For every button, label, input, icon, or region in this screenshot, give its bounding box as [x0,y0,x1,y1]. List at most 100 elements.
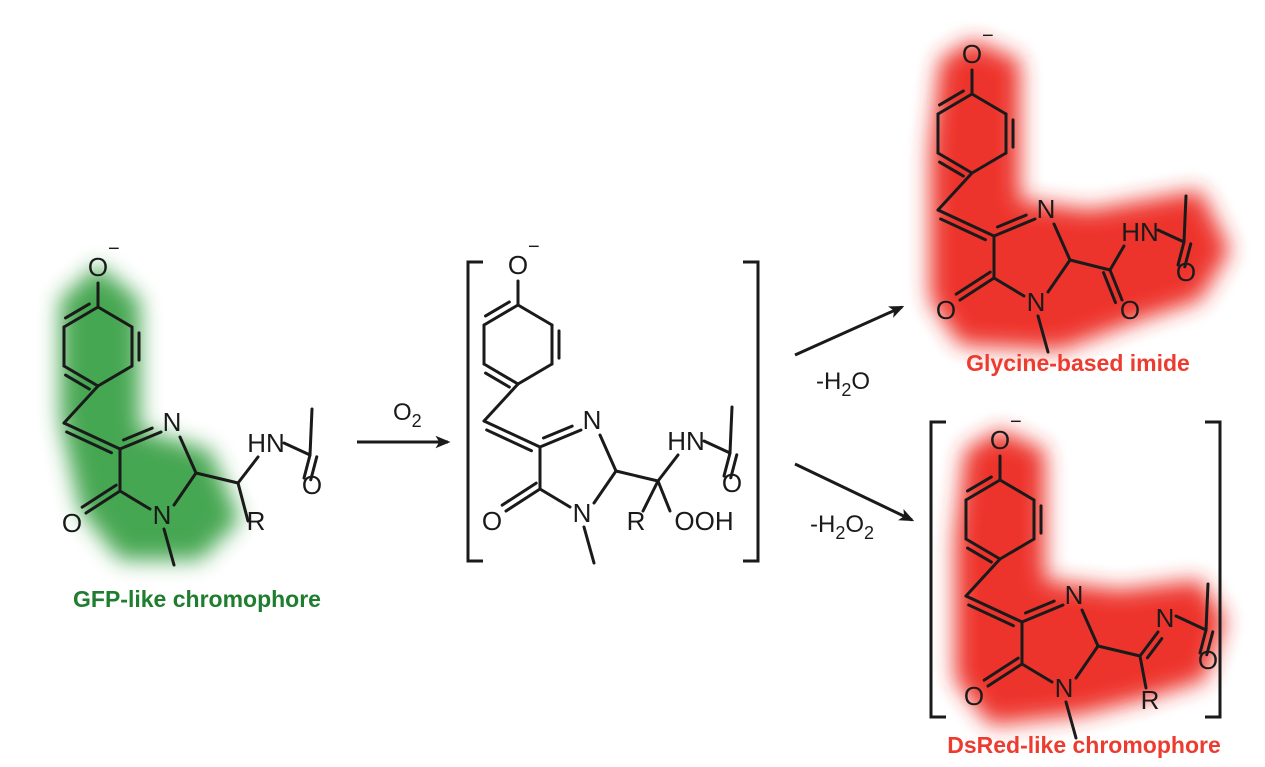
carbonyl-oxygen-c5: O [936,295,956,325]
n-methyl-bond [582,525,596,565]
ring-bond [482,303,520,327]
ring-bond-second [484,371,511,389]
negative-charge: − [1010,411,1022,433]
ring-bond-second [966,475,993,493]
ring-bond [482,362,520,386]
acetyl-carbonyl-second [729,453,739,480]
imidazole-n1-c5 [118,489,152,511]
acetyl-methyl [728,405,734,455]
acetyl-methyl [1182,194,1188,244]
n-methyl-bond [162,527,176,567]
imide-carbonyl [1108,268,1124,302]
acetyl-carbonyl-second [309,455,319,482]
acetyl-oxygen: O [302,470,322,500]
ring-bond [62,305,100,329]
acetyl-carbonyl [1176,240,1186,267]
n-carbonyl [1174,614,1208,632]
imidazole-c4-n3 [118,430,163,451]
exocyclic-double-bond [482,419,542,449]
imide-hn: HN [1121,217,1159,247]
arrow-to-glycine-imide [794,305,905,357]
calpha-r [1138,654,1148,690]
ring-bond [998,478,1036,502]
carbonyl-c5-second [954,270,992,296]
gfp-green-glow [60,265,240,560]
imidazole-c4-n3-second [995,213,1028,229]
imidazole-n1: N [153,500,172,530]
imidazole-n3-c2 [1052,222,1072,262]
carbonyl-oxygen-c5: O [482,506,502,536]
imidazole-n1: N [1055,673,1074,703]
ring-bond-second [64,373,91,391]
amide-hn: HN [667,426,705,456]
arrow-to-dsred [794,462,915,522]
exocyclic-double-bond [964,594,1024,624]
exocyclic-double-bond-second [939,217,987,242]
benzyl-bond [482,382,520,423]
calpha-r [236,481,250,523]
glycine-caption: Glycine-based imide [966,350,1190,376]
imidazole-n3: N [583,405,602,435]
ring-bond [936,92,974,116]
nh-carbonyl [282,441,312,457]
acetyl-carbonyl [1198,628,1208,655]
carbonyl-c5-second [500,481,538,507]
negative-charge: − [108,238,120,260]
phenolate-oxygen: O [508,250,528,280]
imidazole-n1-c5 [538,487,572,509]
ring-bond [62,364,100,388]
ring-bond [936,151,974,175]
imidazole-n1-c5 [992,276,1026,298]
exocyclic-double-bond [936,208,996,238]
ring-bond [970,151,1008,175]
negative-charge: − [982,25,994,47]
imidazole-c4-n3 [538,428,583,449]
imidazole-n1: N [573,498,592,528]
gfp-caption: GFP-like chromophore [73,586,321,612]
carbonyl-c5 [84,489,122,515]
ring-bond-second [966,546,993,564]
ring-bond-second [484,300,511,318]
intermediate-left-bracket [466,260,483,563]
acetyl-oxygen: O [1198,645,1218,675]
benzyl-bond [964,557,1002,598]
exocyclic-double-bond [62,421,122,451]
phenolate-oxygen: O [962,39,982,69]
ring-bond [964,478,1002,502]
acetyl-methyl [308,407,314,457]
imidazole-c2-n1 [592,469,618,505]
reagent-minus-h2o: -H2O [816,368,870,400]
carbonyl-c5 [958,276,996,302]
imine-double-bond-second [1145,637,1164,660]
acetyl-oxygen: O [1176,257,1196,287]
r-group: R [627,506,646,536]
ring-bond-second [938,89,965,107]
ring-bond [96,364,134,388]
imidazole-n3: N [1037,194,1056,224]
c2-calpha [614,469,660,483]
calpha-nh [656,453,680,483]
green-halo [60,265,240,560]
acetyl-carbonyl-second [1205,630,1215,657]
imidazole-n1-c5 [1020,662,1054,684]
calpha-nh [236,455,260,485]
exocyclic-double-bond-second [65,430,113,455]
acetyl-carbonyl [722,451,732,478]
imide-oxygen: O [1120,295,1140,325]
imidazole-c4-n3-second [541,424,574,440]
acetyl-carbonyl [302,453,312,480]
reagent-minus-h2o2: -H2O2 [810,511,874,543]
ring-bond-second [938,160,965,178]
imidazole-n3-c2 [178,435,198,475]
c2-calpha [1096,644,1142,658]
imidazole-n1: N [1027,287,1046,317]
ring-bond [516,303,554,327]
calpha-r [641,479,660,513]
imidazole-c2-n1 [1074,644,1100,680]
benzyl-bond [936,171,974,212]
imidazole-n3-c2 [1080,608,1100,648]
imidazole-n3: N [1065,580,1084,610]
dsred-caption: DsRed-like chromophore [947,732,1221,758]
